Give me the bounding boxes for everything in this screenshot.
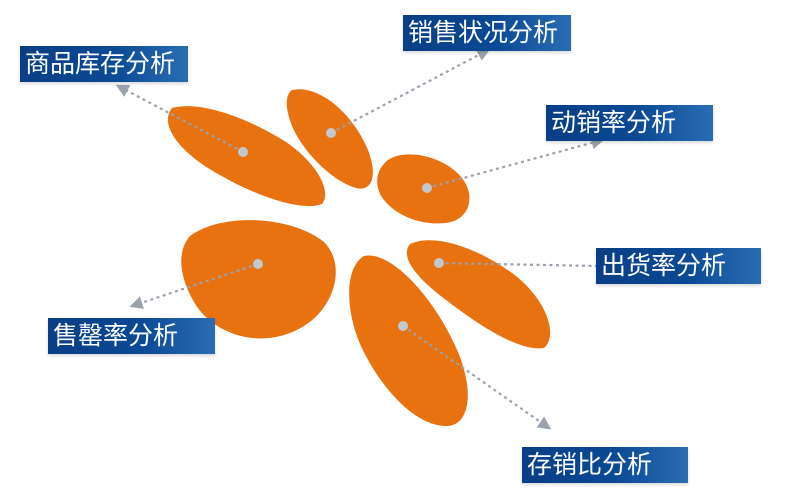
connector-sales <box>330 48 491 134</box>
dot-sellout <box>253 259 263 269</box>
dot-inventory <box>238 147 248 157</box>
label-sell-through-rate-analysis: 售罄率分析 <box>48 318 215 354</box>
label-shipment-rate-analysis: 出货率分析 <box>596 248 761 284</box>
connector-sellout <box>129 262 259 309</box>
connector-turnover <box>426 136 605 190</box>
dot-sales <box>326 128 336 138</box>
petal-sales <box>286 89 373 189</box>
connectors <box>115 48 605 430</box>
connector-inventory <box>115 84 244 153</box>
petals <box>167 89 551 427</box>
label-stock-to-sales-ratio-analysis: 存销比分析 <box>522 447 688 483</box>
petal-sellout <box>181 220 336 339</box>
petal-inventory <box>167 106 326 207</box>
label-sales-status-analysis: 销售状况分析 <box>403 15 571 51</box>
petal-stock-ratio <box>349 255 468 427</box>
petal-shipment <box>406 240 551 349</box>
dot-stock-ratio <box>398 321 408 331</box>
anchor-dots <box>238 128 444 331</box>
label-inventory-analysis: 商品库存分析 <box>20 46 188 82</box>
label-turnover-rate-analysis: 动销率分析 <box>546 105 713 141</box>
dot-shipment <box>434 258 444 268</box>
dot-turnover <box>422 183 432 193</box>
connector-shipment <box>438 261 599 268</box>
